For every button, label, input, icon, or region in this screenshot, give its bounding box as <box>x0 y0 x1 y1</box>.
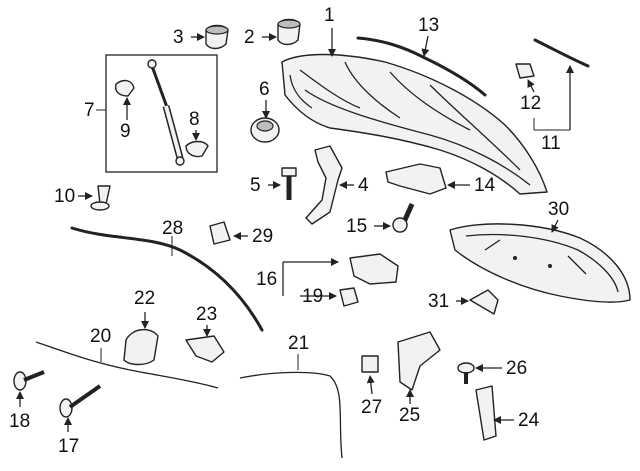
weatherstrip <box>356 36 487 97</box>
callout-18: 18 <box>9 411 31 432</box>
callout-22: 22 <box>134 288 156 309</box>
pushpin-10 <box>90 185 111 211</box>
callout-8: 8 <box>189 109 200 130</box>
prop-rod-28 <box>70 226 264 332</box>
grommet-6 <box>250 117 280 143</box>
leader-lines <box>16 28 574 432</box>
strut-group-box <box>105 54 218 173</box>
callout-13: 13 <box>418 15 440 36</box>
callout-19: 19 <box>302 286 324 307</box>
release-cable-20 <box>35 341 219 389</box>
latch-bracket-14 <box>385 163 447 195</box>
callout-30: 30 <box>548 199 570 220</box>
handle-23 <box>185 335 225 363</box>
callout-23: 23 <box>196 304 218 325</box>
bolt-15 <box>392 202 415 233</box>
bracket-25 <box>397 331 441 391</box>
clip-9 <box>114 79 135 97</box>
callout-9: 9 <box>120 121 131 142</box>
callout-17: 17 <box>58 436 80 457</box>
callout-3: 3 <box>173 27 184 48</box>
insulator-30 <box>449 223 631 303</box>
clip-29 <box>209 221 231 245</box>
callout-4: 4 <box>358 175 369 196</box>
clip-8 <box>185 140 209 158</box>
callout-20: 20 <box>90 326 112 347</box>
hood-panel <box>281 53 548 195</box>
callout-5: 5 <box>250 175 261 196</box>
callout-14: 14 <box>474 175 496 196</box>
striker-24 <box>475 385 497 441</box>
callout-21: 21 <box>288 333 310 354</box>
bumper-2 <box>277 18 301 46</box>
latch-16 <box>349 253 399 285</box>
callout-24: 24 <box>518 410 540 431</box>
fastener-17 <box>59 384 102 418</box>
callout-31: 31 <box>428 291 450 312</box>
callout-11: 11 <box>541 133 561 154</box>
callout-29: 29 <box>252 226 274 247</box>
callout-1: 1 <box>324 5 335 26</box>
cable-clip-19 <box>339 287 359 307</box>
callout-10: 10 <box>54 186 76 207</box>
hinge-4 <box>305 145 343 225</box>
callout-26: 26 <box>506 358 528 379</box>
callout-25: 25 <box>399 405 421 426</box>
callout-27: 27 <box>361 397 383 418</box>
callout-2: 2 <box>244 27 255 48</box>
fastener-26 <box>457 362 475 384</box>
clip-27 <box>361 355 379 373</box>
bracket-12 <box>515 63 535 79</box>
callout-28: 28 <box>162 218 184 239</box>
cable-21 <box>239 371 343 459</box>
callout-6: 6 <box>259 79 270 100</box>
fastener-18 <box>13 370 45 391</box>
bolt-5 <box>281 167 297 200</box>
bumper-3 <box>205 24 229 50</box>
callout-15: 15 <box>346 216 368 237</box>
callout-12: 12 <box>520 93 542 114</box>
callout-7: 7 <box>84 100 95 121</box>
gas-strut <box>147 59 185 166</box>
pad-31 <box>469 289 499 315</box>
callout-16: 16 <box>256 269 278 290</box>
molding-strip <box>533 38 590 68</box>
cover-22 <box>123 329 159 366</box>
